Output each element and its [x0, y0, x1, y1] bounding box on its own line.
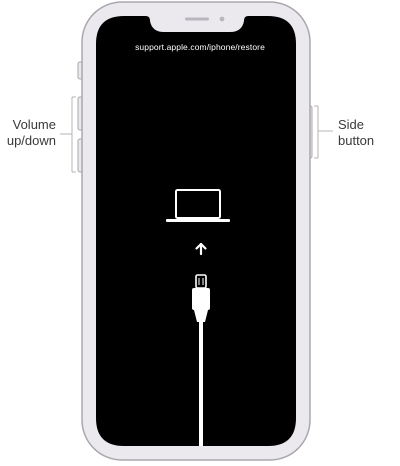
- restore-url-text: support.apple.com/iphone/restore: [135, 42, 265, 52]
- speaker-grille: [185, 17, 209, 21]
- laptop-icon: [166, 189, 230, 222]
- volume-label-line1: Volume: [12, 117, 56, 132]
- side-button-label: Side button: [338, 117, 400, 149]
- volume-label-line2: up/down: [6, 133, 56, 148]
- front-camera: [219, 16, 225, 22]
- side-label-line2: button: [338, 133, 375, 148]
- side-callout-bracket: [314, 105, 333, 159]
- side-label-line1: Side: [338, 117, 365, 132]
- volume-buttons-label: Volume up/down: [0, 117, 56, 149]
- phone-screen: [96, 16, 296, 446]
- volume-callout-bracket: [60, 96, 76, 173]
- lightning-cable-icon: [192, 274, 210, 446]
- arrow-up-icon: [195, 242, 207, 256]
